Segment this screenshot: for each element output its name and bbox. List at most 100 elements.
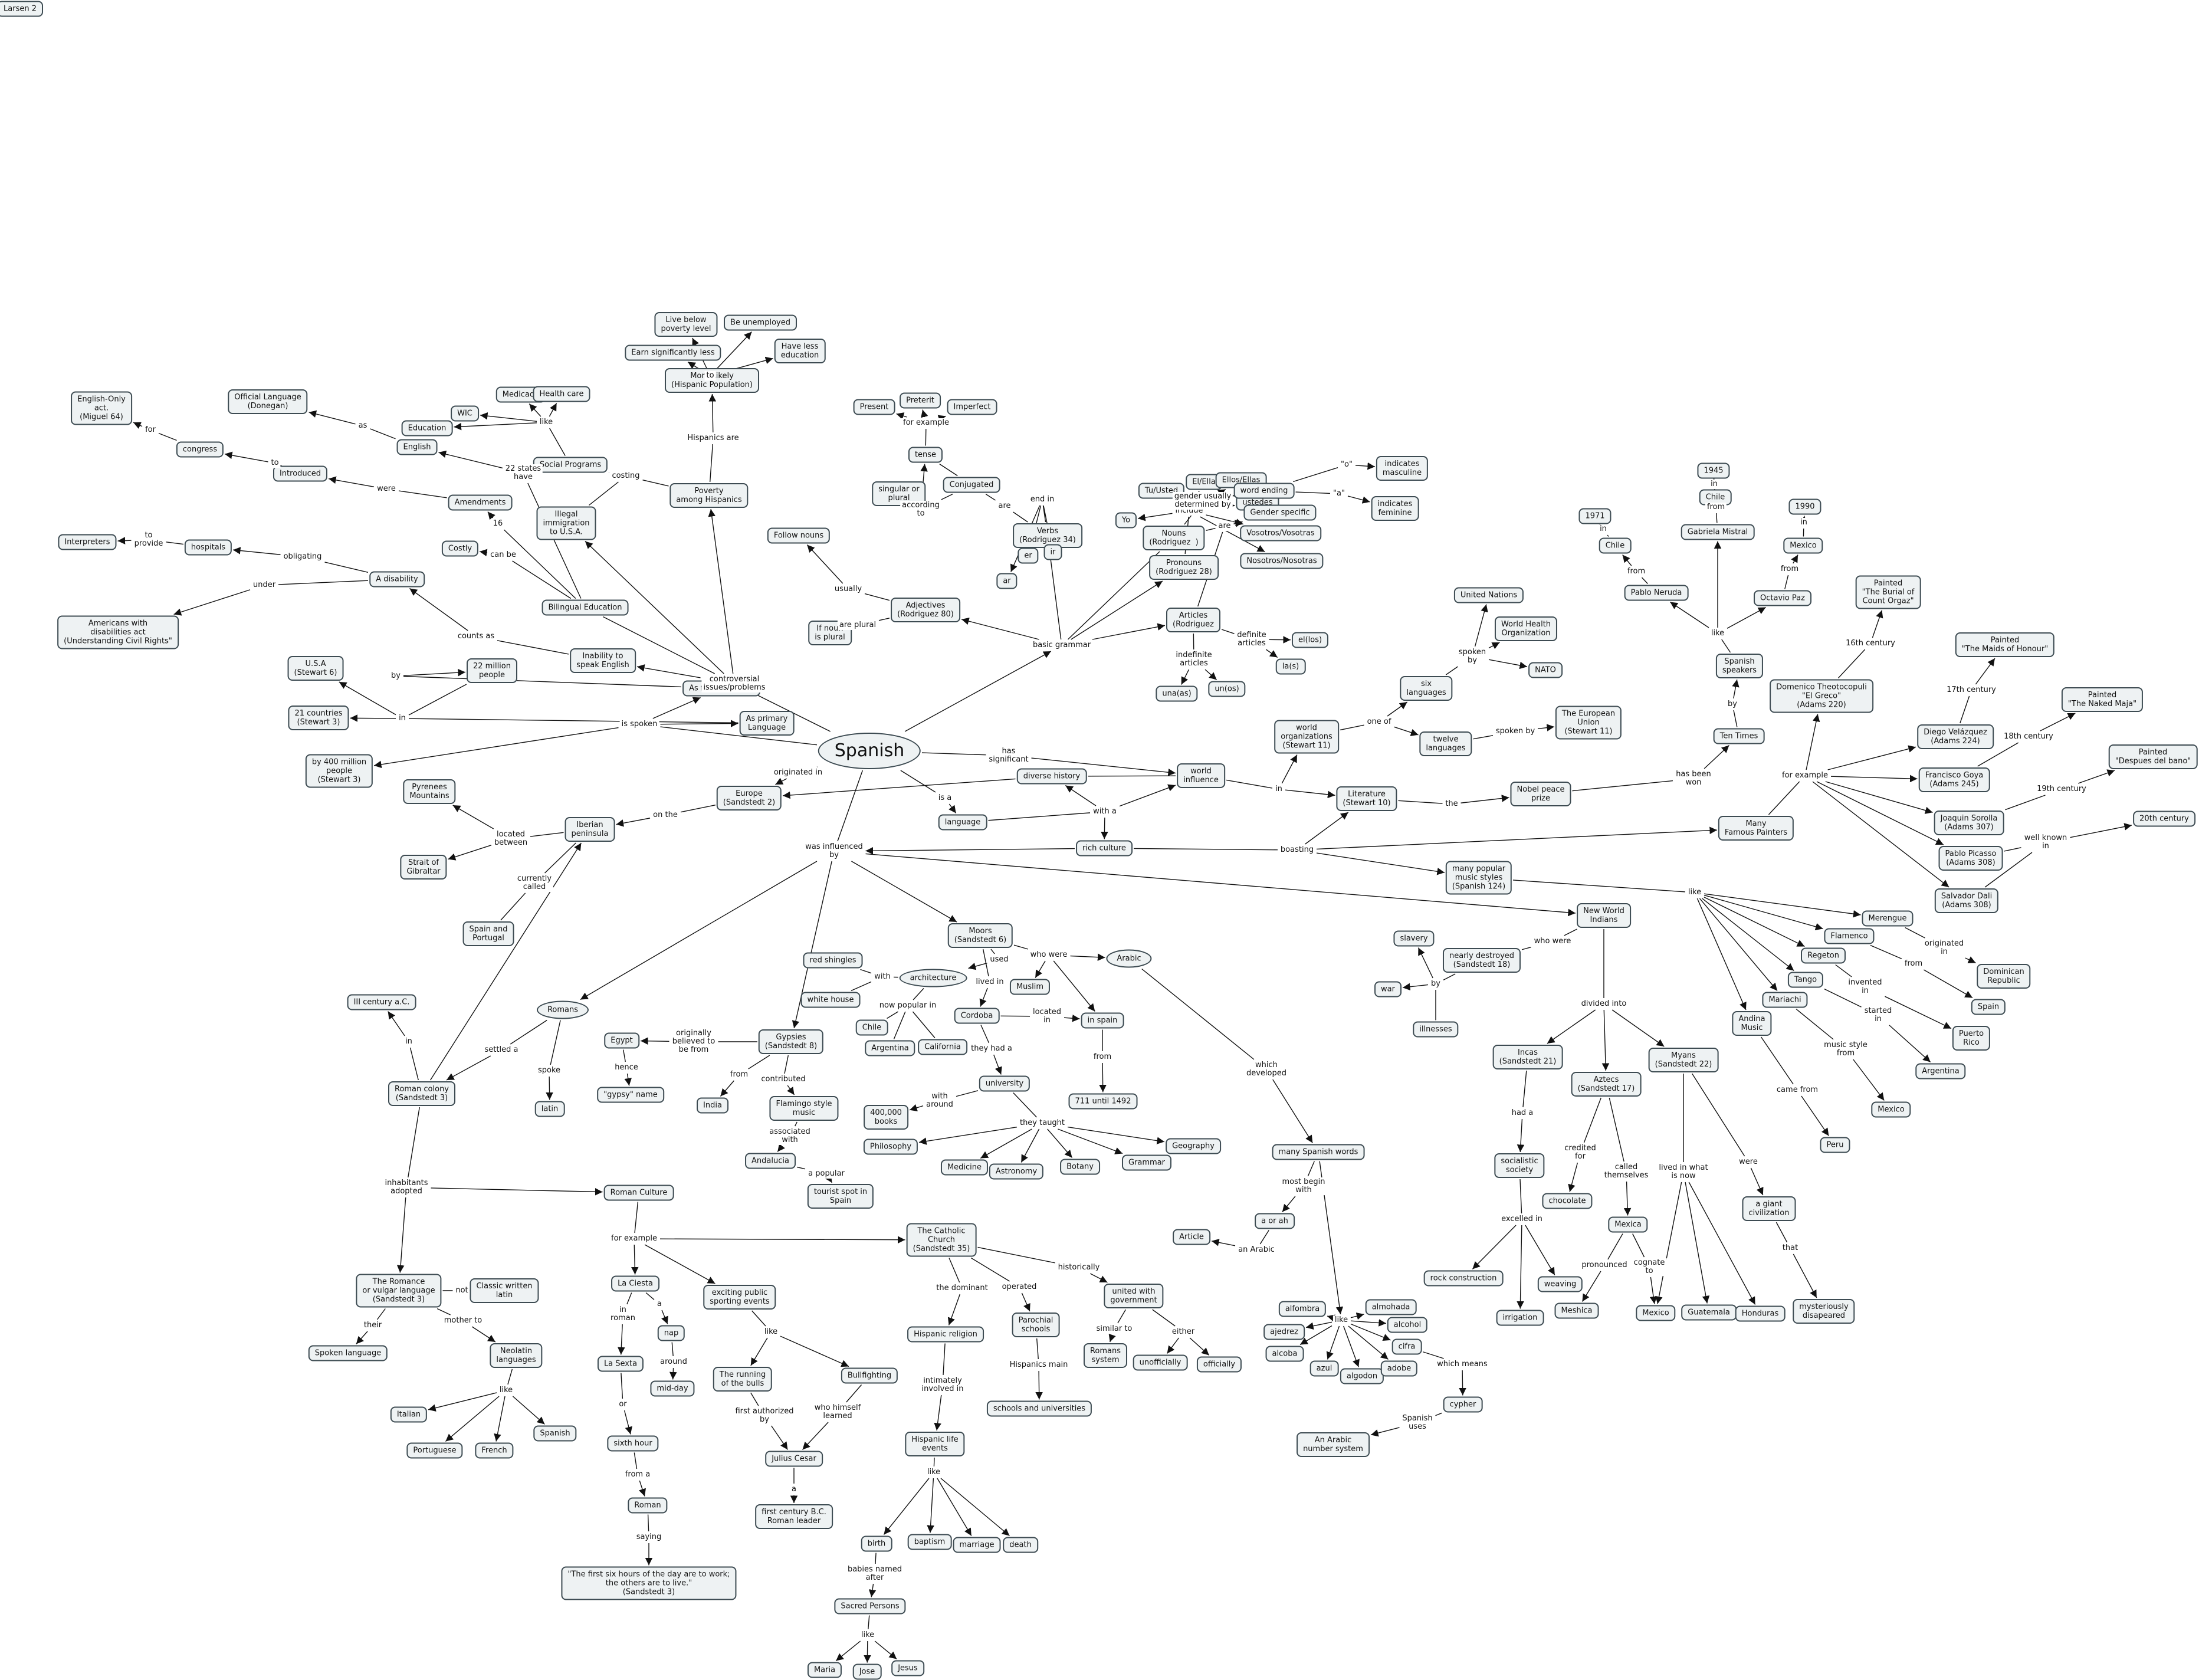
concept-node-almohada[interactable]: almohada bbox=[1366, 1300, 1417, 1315]
concept-node-spokenLang[interactable]: Spoken language bbox=[308, 1346, 388, 1361]
concept-node-livebelow[interactable]: Live below poverty level bbox=[654, 312, 717, 337]
concept-node-language[interactable]: language bbox=[938, 815, 987, 831]
concept-node-ar[interactable]: ar bbox=[996, 573, 1017, 589]
concept-node-flamenco[interactable]: Flamenco bbox=[1824, 928, 1874, 944]
concept-node-pyrenees[interactable]: Pyrenees Mountains bbox=[403, 779, 455, 804]
concept-node-pronouns[interactable]: Pronouns (Rodriguez 28) bbox=[1149, 555, 1219, 580]
concept-node-portuguese[interactable]: Portuguese bbox=[406, 1443, 462, 1459]
concept-node-unitedgov[interactable]: united with government bbox=[1104, 1284, 1163, 1308]
concept-node-congress[interactable]: congress bbox=[176, 442, 224, 458]
concept-node-nap[interactable]: nap bbox=[658, 1325, 685, 1341]
concept-node-weaving[interactable]: weaving bbox=[1538, 1277, 1583, 1292]
concept-node-genderspecific[interactable]: Gender specific bbox=[1243, 505, 1316, 521]
concept-node-unas[interactable]: una(as) bbox=[1156, 686, 1197, 702]
concept-node-richculture[interactable]: rich culture bbox=[1076, 841, 1133, 857]
concept-node-earnless[interactable]: Earn significantly less bbox=[625, 345, 721, 361]
concept-node-er[interactable]: er bbox=[1018, 548, 1038, 564]
concept-node-costly[interactable]: Costly bbox=[442, 541, 478, 557]
concept-node-basicgrammar[interactable]: basic grammar bbox=[1031, 641, 1092, 650]
concept-node-meshica[interactable]: Meshica bbox=[1555, 1303, 1599, 1319]
concept-node-who[interactable]: World Health Organization bbox=[1495, 616, 1557, 641]
concept-node-nato[interactable]: NATO bbox=[1528, 662, 1563, 678]
concept-node-sixthhour[interactable]: sixth hour bbox=[607, 1436, 658, 1452]
concept-node-lesseducation[interactable]: Have less education bbox=[774, 339, 826, 363]
concept-node-socialistic[interactable]: socialistic society bbox=[1494, 1153, 1544, 1178]
concept-node-juliuscesar[interactable]: Julius Cesar bbox=[765, 1451, 823, 1467]
concept-node-roman[interactable]: Roman bbox=[628, 1498, 667, 1514]
concept-node-nearlydestroyed[interactable]: nearly destroyed (Sandstedt 18) bbox=[1443, 948, 1521, 973]
concept-node-bilingual[interactable]: Bilingual Education bbox=[542, 600, 629, 616]
concept-node-slavery[interactable]: slavery bbox=[1393, 931, 1434, 947]
concept-node-geography[interactable]: Geography bbox=[1166, 1138, 1221, 1154]
concept-node-architecture[interactable]: architecture bbox=[900, 969, 967, 987]
concept-node-death[interactable]: death bbox=[1003, 1537, 1038, 1553]
concept-node-neolatin[interactable]: Neolatin languages bbox=[490, 1343, 542, 1368]
concept-node-tentimes[interactable]: Ten Times bbox=[1714, 729, 1765, 744]
concept-node-lasexta[interactable]: La Sexta bbox=[598, 1356, 644, 1372]
concept-node-illegal[interactable]: Illegal immigration to U.S.A. bbox=[536, 507, 596, 540]
concept-node-moors[interactable]: Moors (Sandstedt 6) bbox=[948, 923, 1013, 948]
concept-node-inability[interactable]: Inability to speak English bbox=[570, 648, 636, 673]
concept-node-dali[interactable]: Salvador Dali (Adams 308) bbox=[1935, 888, 1998, 913]
concept-node-adobe[interactable]: adobe bbox=[1381, 1361, 1417, 1377]
concept-node-elgreco[interactable]: Domenico Theotocopuli "El Greco" (Adams … bbox=[1770, 680, 1873, 713]
concept-node-diversehistory[interactable]: diverse history bbox=[1017, 769, 1087, 785]
concept-node-healthcare[interactable]: Health care bbox=[533, 386, 590, 402]
concept-node-giantciv[interactable]: a giant civilization bbox=[1742, 1196, 1796, 1221]
concept-node-iberian[interactable]: Iberian peninsula bbox=[565, 817, 615, 842]
concept-node-literature[interactable]: Literature (Stewart 10) bbox=[1336, 786, 1397, 811]
concept-node-countries21[interactable]: 21 countries (Stewart 3) bbox=[288, 706, 349, 730]
concept-node-hospitals[interactable]: hospitals bbox=[185, 540, 232, 556]
concept-node-interpreters[interactable]: Interpreters bbox=[58, 534, 116, 550]
concept-node-preterit[interactable]: Preterit bbox=[900, 393, 941, 409]
concept-node-isspoken[interactable]: is spoken bbox=[620, 720, 659, 729]
concept-node-maids[interactable]: Painted "The Maids of Honour" bbox=[1955, 632, 2054, 657]
concept-node-million400[interactable]: by 400 million people (Stewart 3) bbox=[306, 754, 373, 788]
concept-node-manywords[interactable]: many Spanish words bbox=[1272, 1144, 1365, 1160]
concept-node-hispaniclife[interactable]: Hispanic life events bbox=[905, 1432, 964, 1456]
concept-node-aorah[interactable]: a or ah bbox=[1255, 1213, 1295, 1229]
concept-node-french[interactable]: French bbox=[475, 1443, 513, 1459]
concept-node-regeton[interactable]: Regeton bbox=[1801, 948, 1846, 964]
concept-node-latin[interactable]: latin bbox=[535, 1101, 565, 1117]
concept-node-twelvelang[interactable]: twelve languages bbox=[1419, 731, 1472, 756]
concept-node-rockconstruction[interactable]: rock construction bbox=[1424, 1271, 1504, 1287]
concept-node-spain2[interactable]: Spain bbox=[1971, 999, 2006, 1015]
concept-node-tense[interactable]: tense bbox=[908, 447, 943, 463]
concept-node-c20[interactable]: 20th century bbox=[2133, 811, 2195, 827]
concept-node-million22[interactable]: 22 million people bbox=[467, 658, 517, 683]
concept-node-unos[interactable]: un(os) bbox=[1208, 681, 1245, 697]
concept-node-firstcentury[interactable]: first century B.C. Roman leader bbox=[755, 1504, 833, 1529]
concept-node-birth[interactable]: birth bbox=[861, 1536, 892, 1552]
concept-node-spanish[interactable]: Spanish bbox=[818, 733, 921, 769]
concept-node-flamingo[interactable]: Flamingo style music bbox=[769, 1096, 838, 1121]
concept-node-sorolla[interactable]: Joaquin Sorolla (Adams 307) bbox=[1934, 811, 2004, 835]
concept-node-bullfighting[interactable]: Bullfighting bbox=[841, 1368, 898, 1384]
concept-node-mariachi[interactable]: Mariachi bbox=[1762, 992, 1807, 1008]
concept-node-orgaz[interactable]: Painted "The Burial of Count Orgaz" bbox=[1856, 576, 1921, 609]
concept-node-midday[interactable]: mid-day bbox=[650, 1381, 694, 1397]
concept-node-follownouns[interactable]: Follow nouns bbox=[767, 528, 830, 544]
concept-node-grammar[interactable]: Grammar bbox=[1122, 1155, 1171, 1171]
concept-node-education[interactable]: Education bbox=[402, 421, 453, 437]
concept-node-ellos2[interactable]: el(los) bbox=[1292, 632, 1328, 648]
concept-node-adjectives[interactable]: Adjectives (Rodriguez 80) bbox=[891, 598, 960, 622]
concept-node-myans[interactable]: Myans (Sandstedt 22) bbox=[1649, 1048, 1719, 1072]
concept-node-worldinfluence[interactable]: world influence bbox=[1177, 763, 1225, 788]
concept-node-chile2[interactable]: Chile bbox=[1599, 538, 1632, 554]
concept-node-wic[interactable]: WIC bbox=[451, 406, 479, 422]
concept-node-hispanicreligion[interactable]: Hispanic religion bbox=[907, 1327, 984, 1343]
concept-node-merengue[interactable]: Merengue bbox=[1862, 911, 1914, 927]
concept-node-argentina1[interactable]: Argentina bbox=[865, 1041, 915, 1056]
concept-node-jose[interactable]: Jose bbox=[853, 1664, 882, 1680]
concept-node-medicine[interactable]: Medicine bbox=[941, 1160, 988, 1176]
concept-node-romanculture[interactable]: Roman Culture bbox=[604, 1185, 674, 1201]
concept-node-azul[interactable]: azul bbox=[1310, 1361, 1339, 1377]
concept-node-present[interactable]: Present bbox=[854, 399, 895, 415]
concept-node-masculine[interactable]: indicates masculine bbox=[1376, 456, 1428, 481]
concept-node-california[interactable]: California bbox=[918, 1039, 967, 1055]
concept-node-usa[interactable]: U.S.A (Stewart 6) bbox=[288, 656, 344, 681]
concept-node-articles[interactable]: Articles (Rodriguez bbox=[1166, 608, 1220, 632]
concept-node-octavio[interactable]: Octavio Paz bbox=[1754, 590, 1811, 606]
concept-node-nosotros[interactable]: Nosotros/Nosotras bbox=[1240, 553, 1323, 569]
